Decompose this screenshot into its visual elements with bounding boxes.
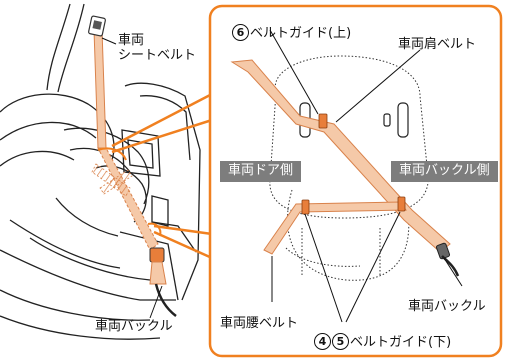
buckle-label-right: 車両バックル	[408, 299, 486, 314]
number-4-marker: 4	[314, 333, 331, 350]
buckle-side-tag: 車両バックル側	[391, 161, 498, 182]
belt-guide-upper-text: ベルトガイド(上)	[250, 26, 352, 41]
door-side-tag: 車両ドア側	[220, 161, 302, 182]
callout-lines	[97, 92, 213, 260]
callout-panel	[208, 4, 503, 358]
buckle-label-left: 車両バックル	[95, 319, 173, 334]
lap-belt	[263, 201, 407, 255]
seat-outline	[269, 55, 429, 281]
seatbelt-label: 車両 シートベルト	[118, 33, 197, 63]
right-buckle	[435, 242, 460, 277]
lap-belt-label: 車両腰ベルト	[220, 316, 299, 331]
shoulder-belt-label: 車両肩ベルト	[398, 37, 477, 52]
leader-lines	[269, 29, 463, 323]
belt-guide-lower-text: ベルトガイド(下)	[350, 335, 452, 350]
number-5-marker: 5	[332, 333, 349, 350]
number-6-marker: 6	[232, 24, 249, 41]
left-belt	[88, 15, 177, 319]
